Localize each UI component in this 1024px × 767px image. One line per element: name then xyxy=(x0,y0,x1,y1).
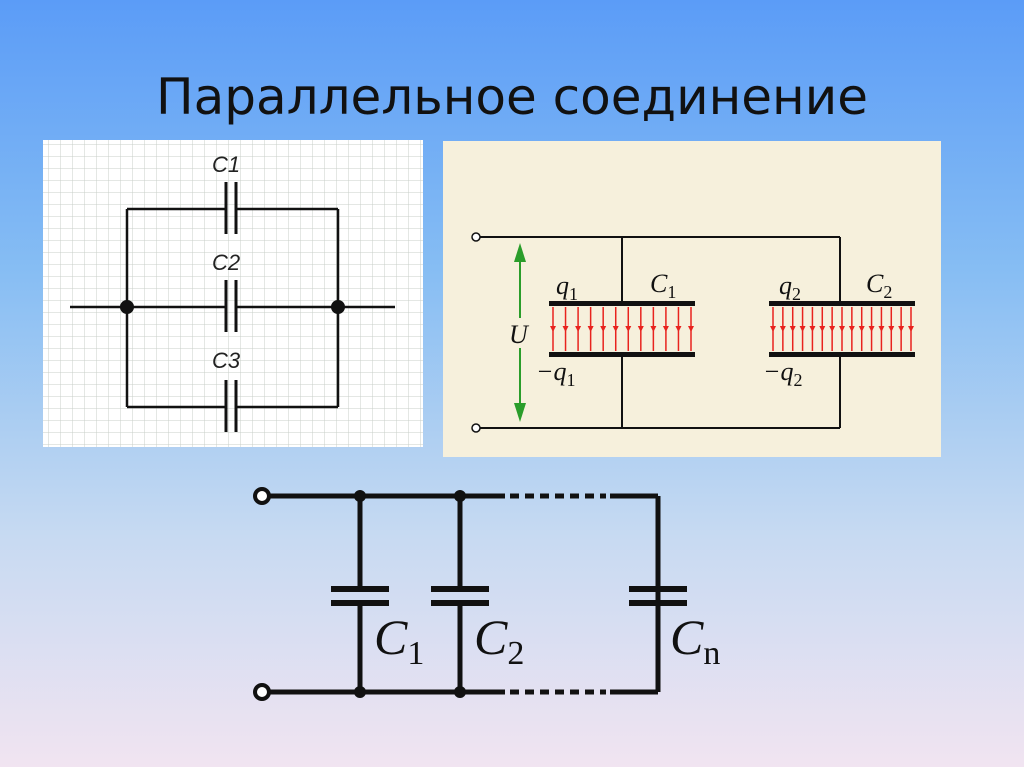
charge-diagram-panel: U q1 C1 −q1 q2 C2 −q2 xyxy=(443,141,941,457)
field-arrow xyxy=(625,326,632,332)
field-arrow xyxy=(562,326,569,332)
cap2-name: C2 xyxy=(866,269,892,302)
cap2-bottom-charge: −q2 xyxy=(763,357,803,390)
charge-panel-bg xyxy=(443,141,941,457)
cap1-field-lines xyxy=(550,307,694,351)
junction-dot-right xyxy=(331,300,345,314)
field-arrow xyxy=(898,326,905,332)
cap2-top-charge: q2 xyxy=(779,271,801,304)
general-label-c1: C1 xyxy=(374,609,424,672)
field-arrow xyxy=(612,326,619,332)
field-arrow xyxy=(888,326,895,332)
cap1-bottom-charge: −q1 xyxy=(536,357,576,390)
field-arrow xyxy=(799,326,806,332)
general-terminal-top xyxy=(253,487,271,505)
field-arrow xyxy=(770,326,776,332)
field-arrow xyxy=(688,326,694,332)
field-arrow xyxy=(819,326,826,332)
field-arrow xyxy=(908,326,914,332)
terminal-bottom xyxy=(471,423,481,433)
field-arrow xyxy=(650,326,657,332)
field-arrow xyxy=(878,326,885,332)
slide-title: Параллельное соединение xyxy=(156,68,868,126)
field-arrow xyxy=(675,326,682,332)
cap2-top-plate xyxy=(769,301,915,306)
general-label-cn: Cn xyxy=(670,609,720,672)
field-arrow xyxy=(858,326,865,332)
field-arrow xyxy=(829,326,836,332)
cap2-bottom-plate xyxy=(769,352,915,357)
cap1-top-charge: q1 xyxy=(556,271,578,304)
general-terminal-bottom xyxy=(253,683,271,701)
terminal-top xyxy=(471,232,481,242)
field-arrow xyxy=(848,326,855,332)
general-dotted-wires xyxy=(510,493,606,695)
grid-schematic-panel: C1 C2 C3 xyxy=(43,140,423,447)
cap2-field-lines xyxy=(770,307,914,351)
field-arrow xyxy=(789,326,796,332)
field-arrow xyxy=(662,326,669,332)
grid-capacitor-plates xyxy=(224,182,238,432)
general-wires xyxy=(268,493,661,695)
field-arrow xyxy=(839,326,845,332)
field-arrow xyxy=(868,326,875,332)
charge-wires xyxy=(480,236,841,429)
general-label-c2: C2 xyxy=(474,609,524,672)
voltage-label-bg xyxy=(506,318,534,348)
general-capacitor-plates xyxy=(331,586,687,606)
cap1-bottom-plate xyxy=(549,352,695,357)
junction-dot-left xyxy=(120,300,134,314)
field-arrow xyxy=(809,326,816,332)
cap1-top-plate xyxy=(549,301,695,306)
voltage-label: U xyxy=(509,320,530,349)
label-c3: C3 xyxy=(212,348,241,373)
label-c1: C1 xyxy=(212,152,240,177)
field-arrow xyxy=(779,326,786,332)
cap1-name: C1 xyxy=(650,269,676,302)
general-junction-dots xyxy=(354,490,466,698)
label-c2: C2 xyxy=(212,250,240,275)
field-arrow xyxy=(575,326,582,332)
field-arrow xyxy=(600,326,607,332)
grid-lines xyxy=(43,140,423,447)
field-arrow xyxy=(587,326,594,332)
general-circuit: C1 C2 Cn xyxy=(253,487,720,701)
field-arrow xyxy=(637,326,644,332)
field-arrow xyxy=(550,326,556,332)
